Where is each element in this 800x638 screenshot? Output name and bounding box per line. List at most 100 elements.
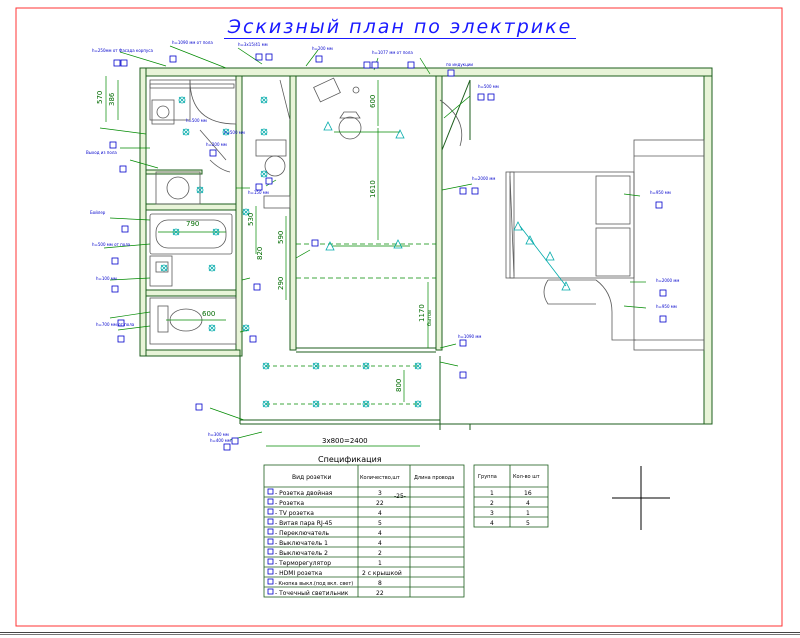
spot-light xyxy=(242,208,250,216)
socket xyxy=(117,335,125,343)
dim-600b: 600 xyxy=(202,310,215,318)
spot-light xyxy=(414,400,422,408)
dim-3x800: 3x800=2400 xyxy=(322,437,368,445)
socket xyxy=(121,225,129,233)
spot-light xyxy=(362,400,370,408)
spec-row-qty: 5 xyxy=(378,520,382,527)
spec-row-qty: 8 xyxy=(378,580,382,587)
spot-light xyxy=(172,228,180,236)
annotation-text: h=1090 мм xyxy=(458,334,481,339)
annotation-text: h=500 мм xyxy=(186,118,207,123)
socket xyxy=(253,283,261,291)
spec-row-name: - HDMI розетка xyxy=(275,570,323,577)
annotation-text: по индукции xyxy=(446,62,473,67)
spec-row-qty: 3 xyxy=(378,490,382,497)
socket xyxy=(659,289,667,297)
spec-row-name: - Терморегулятор xyxy=(275,560,331,567)
spec-header: Вид розетки xyxy=(292,474,332,481)
annotation-text: h=1077 мм от пола xyxy=(372,50,413,55)
spec-row-name: - Выключатель 2 xyxy=(275,550,328,557)
spec-row-name: - Розетка двойная xyxy=(275,490,333,497)
socket xyxy=(655,201,663,209)
socket xyxy=(111,285,119,293)
socket xyxy=(487,93,495,101)
spec-row-qty: 4 xyxy=(378,530,382,537)
spec-row-name: - Витая пара RJ-45 xyxy=(275,520,332,527)
socket xyxy=(231,437,239,445)
spec-row-len: -25- xyxy=(394,493,406,500)
spot-light xyxy=(160,264,168,272)
socket xyxy=(109,141,117,149)
socket xyxy=(249,335,257,343)
socket xyxy=(119,165,127,173)
annotation-text: h=500 мм xyxy=(224,130,245,135)
dim-1610: 1610 xyxy=(369,180,377,198)
spot-light xyxy=(414,362,422,370)
chair xyxy=(338,116,362,140)
annotation-text: h=2000 мм xyxy=(656,278,679,283)
annotation-text: h=500 мм от пола xyxy=(92,242,131,247)
annotation-text: h=950 мм xyxy=(656,304,677,309)
dim-820: 820 xyxy=(256,247,264,260)
annotation-text: h=400 мм xyxy=(210,438,231,443)
annotation-text: h=100 мм xyxy=(96,276,117,281)
dim-600: 600 xyxy=(369,95,377,108)
socket xyxy=(117,319,125,327)
spec-text: Вид розетки Количество,шт Длина провода … xyxy=(275,474,454,597)
wall-room-left xyxy=(289,75,297,351)
annotation-labels: h=250мм от Фасада корпуса h=1090 мм от п… xyxy=(86,40,679,443)
spec-row-qty: 2 xyxy=(378,550,382,557)
svg-text:4: 4 xyxy=(490,520,494,527)
svg-text:2: 2 xyxy=(490,500,494,507)
socket xyxy=(407,61,415,69)
spot-light xyxy=(312,362,320,370)
socket xyxy=(447,69,455,77)
washing-machine xyxy=(149,79,191,121)
bathtub xyxy=(149,213,233,255)
svg-text:16: 16 xyxy=(524,490,532,497)
spec-header: Количество,шт xyxy=(360,475,400,481)
spec-row-name: - Розетка xyxy=(275,500,304,507)
socket xyxy=(255,183,263,191)
spot-lights xyxy=(160,96,571,408)
socket xyxy=(471,187,479,195)
annotation-text: h=200 мм xyxy=(206,142,227,147)
socket xyxy=(311,239,319,247)
dim-590: 590 xyxy=(277,231,285,244)
socket xyxy=(477,93,485,101)
spec-header: Длина провода xyxy=(414,475,454,481)
spec-row-qty: 2 с крышкой xyxy=(362,570,402,577)
spot-light xyxy=(196,186,204,194)
wall-bath-right xyxy=(235,75,243,357)
dim-290: 290 xyxy=(277,277,285,290)
spot-light xyxy=(242,324,250,332)
dimension-lines xyxy=(99,45,647,447)
socket xyxy=(265,177,273,185)
dimension-labels: 570 386 600 1610 790 530 590 820 290 600… xyxy=(96,91,433,445)
svg-text:1: 1 xyxy=(526,510,530,517)
spec-title: Спецификация xyxy=(318,455,382,464)
socket xyxy=(169,55,177,63)
annotation-text: Выход из пола xyxy=(86,150,117,155)
spot-light xyxy=(262,400,270,408)
dim-1170: 1170 xyxy=(418,304,426,322)
annotation-text: h=950 мм xyxy=(650,190,671,195)
spot-light xyxy=(208,264,216,272)
svg-text:5: 5 xyxy=(526,520,530,527)
annotation-text: h=1090 мм от пола xyxy=(172,40,213,45)
groups-table xyxy=(473,464,549,528)
dim-800: 800 xyxy=(395,379,403,392)
socket xyxy=(265,53,273,61)
spec-row-name: - TV розетка xyxy=(275,510,314,517)
spec-row-qty: 4 xyxy=(378,540,382,547)
bed xyxy=(509,171,635,279)
dim-530: 530 xyxy=(247,213,255,226)
socket xyxy=(315,55,323,63)
bottom-rule xyxy=(0,634,800,635)
sink xyxy=(166,176,190,200)
dim-386: 386 xyxy=(108,92,116,106)
spot-light xyxy=(178,96,186,104)
socket xyxy=(195,403,203,411)
spec-row-name: - Выключатель 1 xyxy=(275,540,328,547)
